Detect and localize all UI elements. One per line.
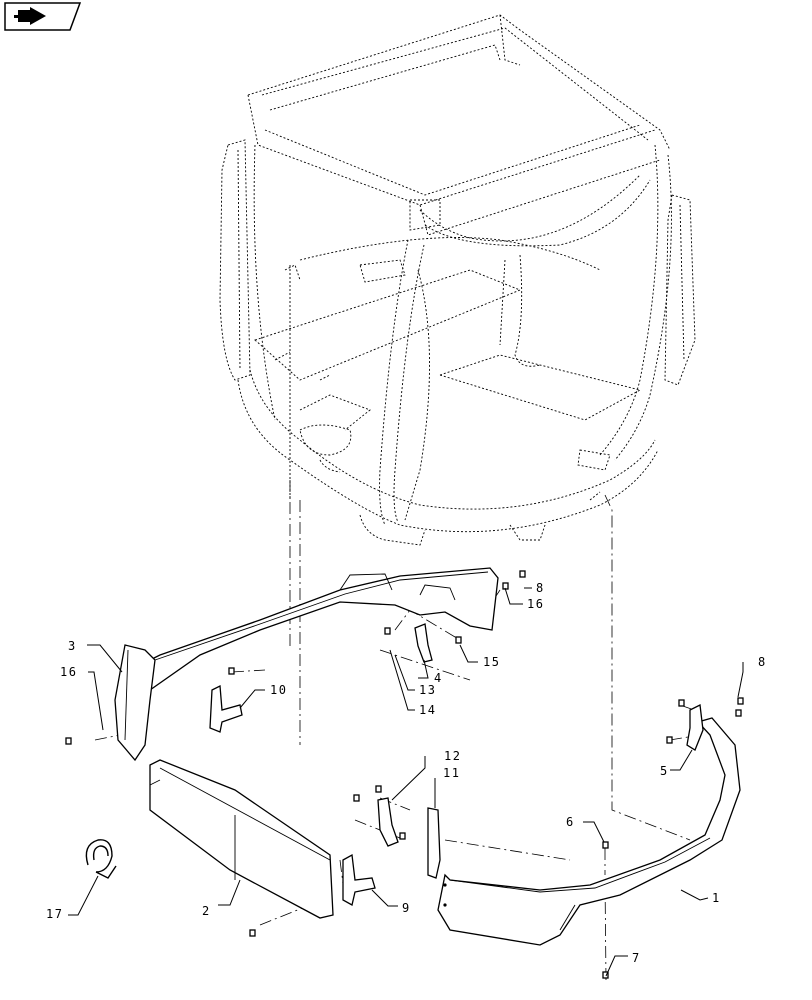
cab-frame [219, 14, 696, 546]
callout-1: 1 [712, 891, 721, 905]
callout-5: 5 [660, 764, 669, 778]
front-panel-2 [149, 759, 334, 919]
brackets [65, 570, 744, 979]
callout-labels: 1 2 3 4 5 6 7 8 8 9 10 11 12 13 14 15 16… [46, 581, 767, 965]
callout-10: 10 [270, 683, 287, 697]
alignment-lines [94, 480, 701, 981]
forward-arrow-icon[interactable] [4, 2, 82, 31]
callout-4: 4 [434, 671, 443, 685]
callout-12: 12 [444, 749, 461, 763]
callout-3: 3 [68, 639, 77, 653]
callout-7: 7 [632, 951, 641, 965]
callout-13: 13 [419, 683, 436, 697]
callout-9: 9 [402, 901, 411, 915]
callout-14: 14 [419, 703, 436, 717]
callout-2: 2 [202, 904, 211, 918]
callout-15: 15 [483, 655, 500, 669]
callout-6: 6 [566, 815, 575, 829]
bolt-icon [65, 570, 744, 979]
callout-8-top: 8 [536, 581, 545, 595]
callout-17: 17 [46, 907, 63, 921]
rear-skirt-upper [114, 567, 499, 762]
callout-11: 11 [443, 766, 460, 780]
callout-16-top: 16 [527, 597, 544, 611]
callout-leaders [68, 587, 744, 977]
callout-8-right: 8 [758, 655, 767, 669]
front-bumper-1 [437, 717, 741, 946]
callout-16-left: 16 [60, 665, 77, 679]
